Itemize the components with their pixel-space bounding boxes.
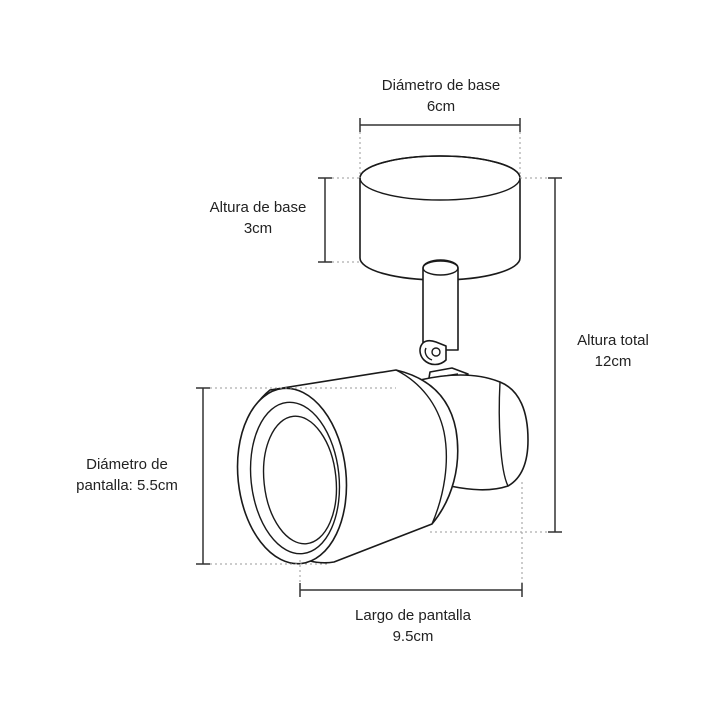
total-height-title: Altura total bbox=[577, 332, 649, 349]
shade-diameter-line1: Diámetro de bbox=[86, 456, 168, 473]
shade-diameter-label: Diámetro de pantalla: 5.5cm bbox=[52, 454, 202, 496]
lamp-shade bbox=[236, 369, 459, 565]
total-height-dimension bbox=[430, 177, 562, 533]
total-height-value: 12cm bbox=[594, 353, 632, 370]
base-height-dimension bbox=[318, 177, 360, 263]
shade-length-value: 9.5cm bbox=[392, 628, 434, 645]
shade-length-title: Largo de pantalla bbox=[355, 607, 471, 624]
shade-length-dimension bbox=[299, 482, 523, 597]
shade-length-label: Largo de pantalla 9.5cm bbox=[313, 605, 513, 647]
shade-diameter-line2: pantalla: 5.5cm bbox=[76, 477, 178, 494]
base-diameter-value: 6cm bbox=[426, 98, 456, 115]
lamp-illustration bbox=[236, 155, 529, 565]
base-height-title: Altura de base bbox=[209, 199, 307, 216]
stem bbox=[422, 259, 459, 351]
shade-diameter-dimension bbox=[196, 387, 396, 565]
base-diameter-dimension bbox=[359, 118, 521, 178]
base-height-value: 3cm bbox=[243, 220, 273, 237]
base-diameter-title: Diámetro de base bbox=[381, 77, 501, 94]
base-diameter-label: Diámetro de base 6cm bbox=[341, 75, 541, 117]
base-height-label: Altura de base 3cm bbox=[188, 197, 328, 239]
total-height-label: Altura total 12cm bbox=[553, 330, 673, 372]
